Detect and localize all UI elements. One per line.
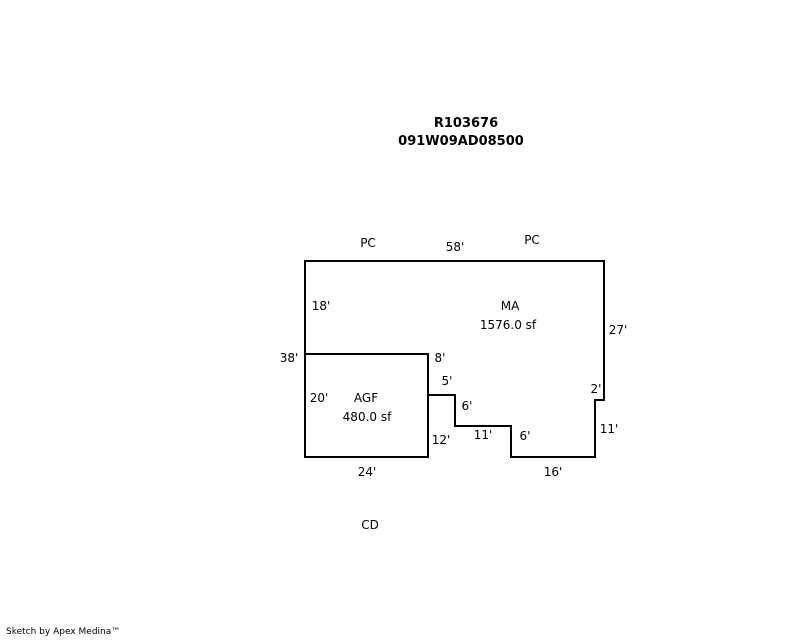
main-area-size: 1576.0 sf	[480, 318, 537, 332]
dimension-step-one-vertical: 6'	[462, 399, 473, 413]
dimension-bottom-right: 16'	[544, 465, 563, 479]
garage-area-size: 480.0 sf	[343, 410, 392, 424]
dimension-garage-left: 20'	[310, 391, 329, 405]
dimension-left-total: 38'	[280, 351, 299, 365]
garage-outline	[304, 353, 429, 458]
dimension-step-two-vertical: 6'	[520, 429, 531, 443]
map-tax-lot: 091W09AD08500	[398, 134, 524, 149]
dimension-left-upper: 18'	[312, 299, 331, 313]
dimension-right-jog: 2'	[591, 382, 602, 396]
parcel-id: R103676	[434, 116, 498, 131]
side-label-top-left: PC	[360, 236, 376, 250]
dimension-garage-bottom: 24'	[358, 465, 377, 479]
side-label-top-right: PC	[524, 233, 540, 247]
dimension-top: 58'	[446, 240, 465, 254]
dimension-right-upper: 27'	[609, 323, 628, 337]
garage-area-code: AGF	[354, 391, 378, 405]
dimension-step-two-horizontal: 11'	[474, 428, 493, 442]
main-area-outline	[304, 260, 605, 458]
dimension-right-lower: 11'	[600, 422, 619, 436]
dimension-garage-top: 8'	[435, 351, 446, 365]
dimension-step-one-horizontal: 5'	[442, 374, 453, 388]
sketch-credit: Sketch by Apex Medina™	[6, 627, 121, 637]
dimension-garage-right: 12'	[432, 433, 451, 447]
side-label-bottom: CD	[361, 518, 379, 532]
main-area-code: MA	[501, 299, 520, 313]
